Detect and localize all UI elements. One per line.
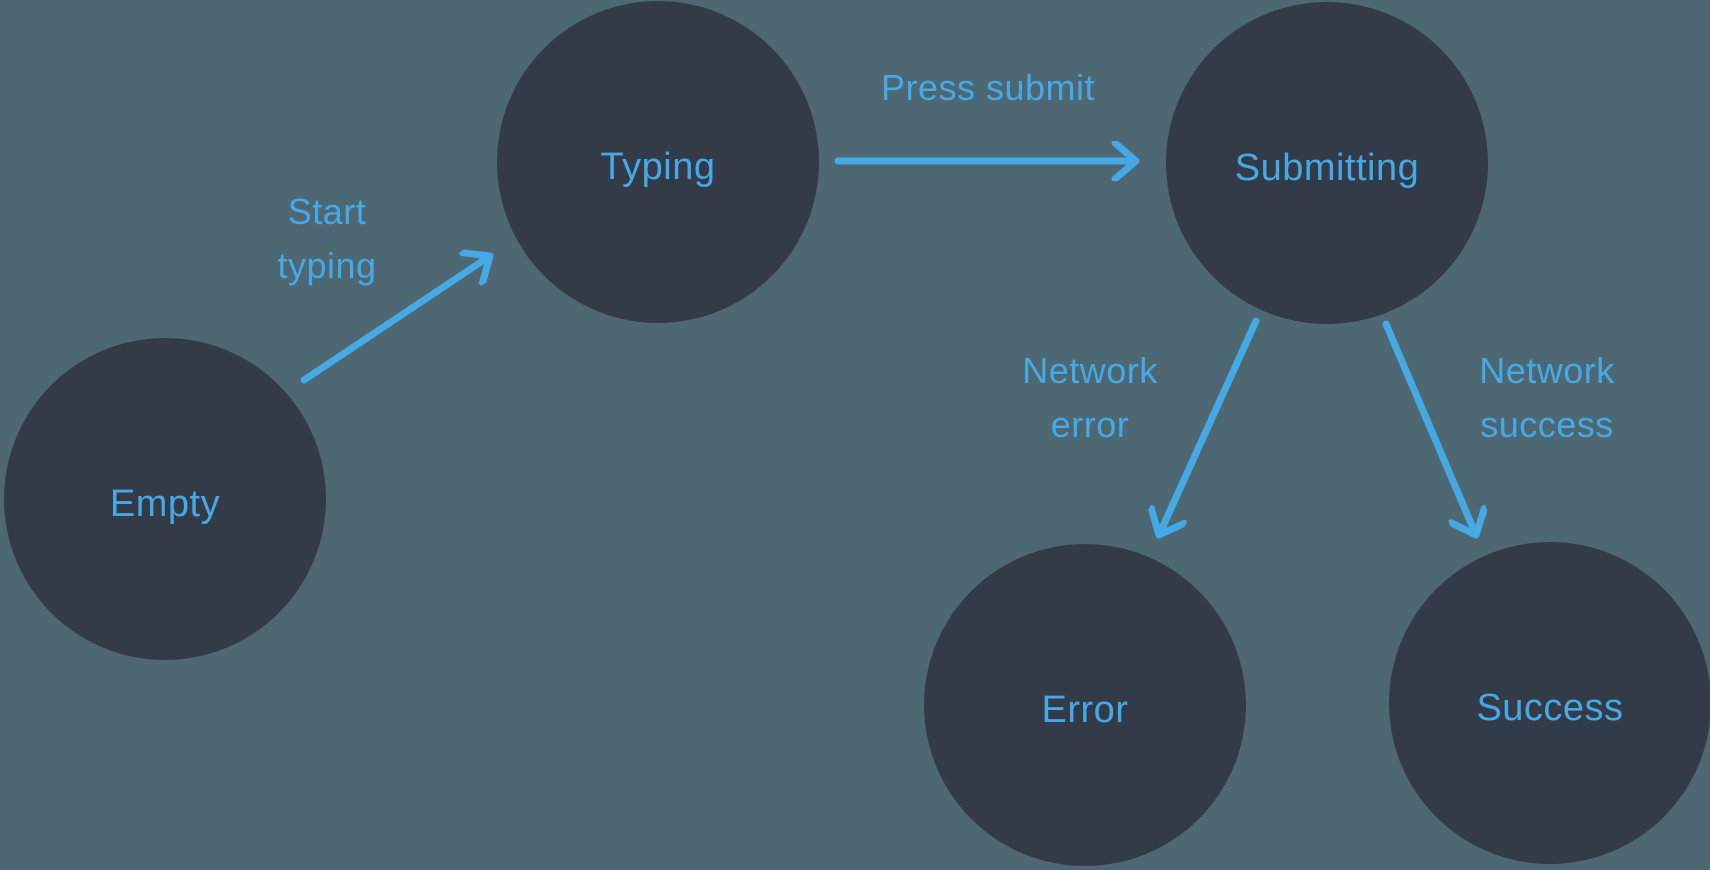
edge-label-line: Press submit [880, 67, 1096, 108]
state-node-label: Success [1476, 686, 1624, 729]
edge-submitting-to-success-arrow [1382, 320, 1476, 539]
state-node-label: Empty [109, 482, 221, 525]
state-node-error: Error [924, 544, 1246, 866]
state-node-submitting: Submitting [1166, 2, 1488, 324]
edge-label-line: Network [1479, 350, 1615, 391]
edge-label-line: Start [287, 191, 367, 232]
state-node-empty: Empty [4, 338, 326, 660]
state-node-label: Submitting [1234, 146, 1420, 189]
edge-label-start-typing: Start typing [277, 185, 376, 293]
edge-label-line: typing [277, 245, 377, 286]
edge-label-network-error: Network error [1022, 344, 1158, 452]
state-node-typing: Typing [497, 1, 819, 323]
edge-label-line: Network [1022, 350, 1158, 391]
edge-label-network-success: Network success [1479, 344, 1615, 452]
edge-label-line: success [1480, 404, 1614, 445]
edge-submitting-to-error-arrow [1159, 317, 1260, 539]
state-node-label: Error [1041, 688, 1129, 731]
edge-label-press-submit: Press submit [881, 61, 1095, 115]
state-node-success: Success [1389, 542, 1710, 864]
state-node-label: Typing [600, 145, 716, 188]
edge-label-line: error [1050, 404, 1130, 445]
edge-empty-to-typing-arrow [300, 256, 494, 384]
